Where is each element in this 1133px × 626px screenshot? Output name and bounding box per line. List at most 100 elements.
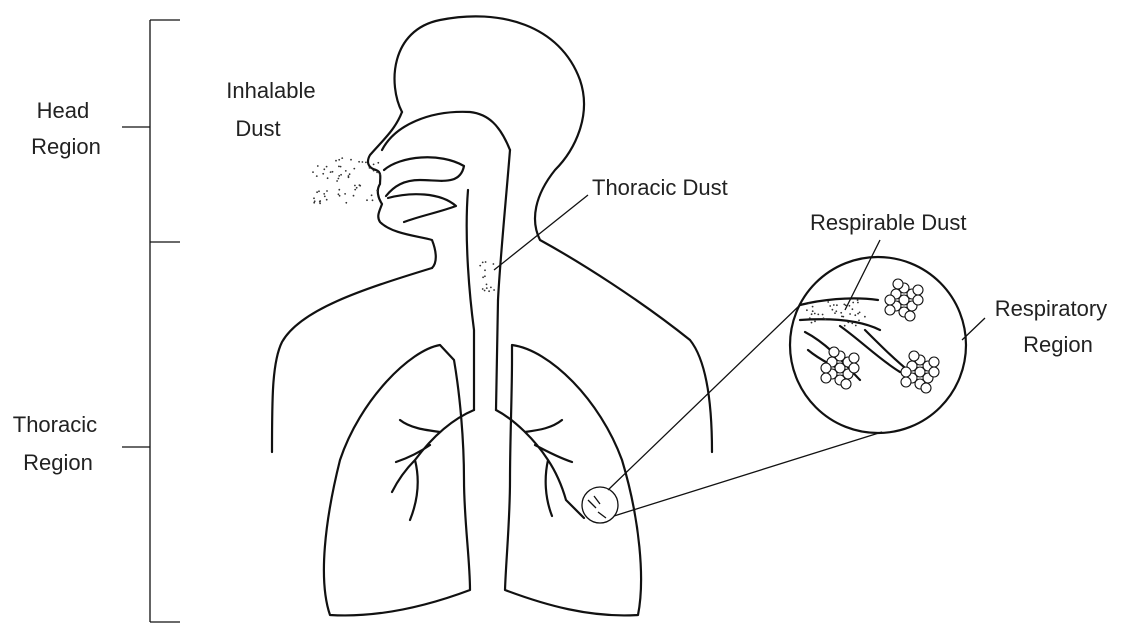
right-lung — [505, 345, 641, 615]
face-profile — [368, 112, 436, 268]
alveolus — [821, 373, 831, 383]
dust-particle — [817, 314, 819, 316]
dust-particle — [484, 290, 486, 292]
dust-particle — [326, 199, 328, 201]
dust-particle — [836, 304, 838, 306]
dust-particle — [482, 262, 484, 264]
dust-particle — [335, 160, 337, 162]
trachea-right-wall — [496, 300, 498, 410]
alveolus — [821, 363, 831, 373]
dust-particle — [338, 193, 340, 195]
dust-particle — [322, 173, 324, 175]
inhalable-dust-particles — [312, 157, 381, 204]
dust-particle — [373, 164, 375, 166]
dust-particle — [843, 304, 845, 306]
alveoli-magnifier-small — [582, 487, 618, 523]
dust-particle — [827, 301, 829, 303]
dust-particle — [330, 171, 332, 173]
dust-particle — [840, 312, 842, 314]
dust-particle — [345, 202, 347, 204]
dust-particle — [371, 194, 373, 196]
dust-particle — [814, 321, 816, 323]
alveoli-magnifier-large — [790, 257, 966, 433]
dust-particle — [338, 178, 340, 180]
dust-particle — [806, 309, 808, 311]
alveolus — [841, 379, 851, 389]
alveoli-cluster-lower-left — [821, 347, 859, 389]
alveolus — [909, 351, 919, 361]
alveolus — [849, 363, 859, 373]
dust-particle — [859, 312, 861, 314]
dust-particle — [362, 161, 364, 163]
dust-particle — [332, 171, 334, 173]
dust-particle — [852, 308, 854, 310]
dust-particle — [340, 174, 342, 176]
inhalable-dust-label: Inhalable Dust — [226, 78, 321, 141]
dust-particle — [842, 316, 844, 318]
dust-particle — [317, 165, 319, 167]
dust-particle — [366, 199, 368, 201]
dust-particle — [857, 313, 859, 315]
alveolus — [921, 383, 931, 393]
dust-particle — [358, 161, 360, 163]
trachea-left-wall — [467, 190, 474, 410]
dust-particle — [479, 265, 481, 267]
thoracic-dust-particles — [479, 261, 495, 292]
dust-particle — [376, 171, 378, 173]
dust-particle — [809, 317, 811, 319]
dust-particle — [339, 195, 341, 197]
dust-particle — [864, 316, 866, 318]
dust-particle — [338, 159, 340, 161]
left-lung — [324, 345, 470, 615]
dust-particle — [858, 320, 860, 322]
dust-particle — [348, 176, 350, 178]
dust-particle — [376, 190, 378, 192]
alveoli-cluster-upper — [885, 279, 923, 321]
dust-particle — [808, 303, 810, 305]
alveolus — [893, 279, 903, 289]
dust-particle — [372, 199, 374, 201]
dust-particle — [482, 288, 484, 290]
respirable-dust-label: Respirable Dust — [810, 210, 967, 235]
dust-particle — [814, 313, 816, 315]
dust-particle — [833, 304, 835, 306]
dust-particle — [493, 263, 495, 265]
dust-particle — [812, 310, 814, 312]
dust-particle — [369, 167, 371, 169]
dust-particle — [318, 190, 320, 192]
dust-particle — [849, 305, 851, 307]
dust-particle — [338, 166, 340, 168]
dust-particle — [354, 189, 356, 191]
alveolus — [901, 367, 911, 377]
alveolus — [913, 285, 923, 295]
dust-particle — [486, 284, 488, 286]
dust-particle — [340, 166, 342, 168]
dust-particle — [319, 201, 321, 203]
dust-particle — [812, 306, 814, 308]
dust-particle — [825, 319, 827, 321]
small-alveoli-detail — [588, 496, 606, 518]
dust-particle — [485, 261, 487, 263]
dust-particle — [852, 302, 854, 304]
respiratory-region-label: Respiratory Region — [995, 296, 1114, 357]
dust-particle — [327, 177, 329, 179]
dust-particle — [823, 317, 825, 319]
dust-particle — [829, 305, 831, 307]
dust-particle — [849, 313, 851, 315]
dust-particle — [811, 313, 813, 315]
dust-particle — [493, 289, 495, 291]
dust-particle — [832, 309, 834, 311]
dust-particle — [353, 195, 355, 197]
dust-particle — [344, 193, 346, 195]
head-region-label: Head Region — [31, 98, 101, 159]
dust-particle — [323, 193, 325, 195]
dust-particle — [349, 173, 351, 175]
dust-particle — [377, 162, 379, 164]
dust-particle — [854, 314, 856, 316]
dust-particle — [345, 170, 347, 172]
dust-particle — [350, 159, 352, 161]
dust-particle — [365, 162, 367, 164]
dust-particle — [811, 322, 813, 324]
dust-particle — [359, 184, 361, 186]
